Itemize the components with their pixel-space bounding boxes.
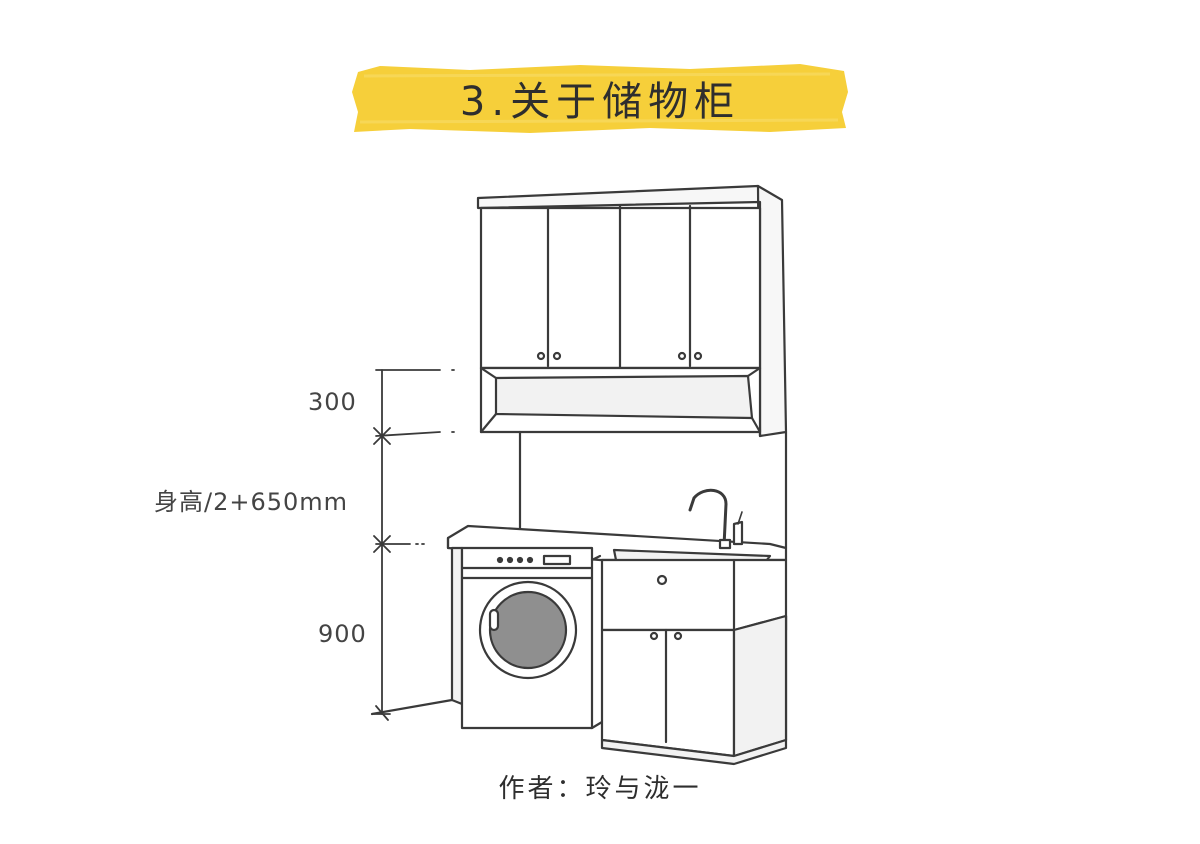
dimension-label-top: 300 — [308, 388, 357, 416]
base-cabinet — [600, 614, 788, 766]
washing-machine — [450, 546, 604, 730]
dimension-label-middle: 身高/2+650mm — [154, 488, 349, 516]
washer-drum — [488, 590, 568, 670]
dimension-line — [373, 369, 459, 721]
dimension-label-bottom: 900 — [318, 620, 367, 648]
author-credit: 作者：玲与泷一 — [498, 774, 702, 804]
upper-wall-cabinet — [476, 184, 788, 438]
title-band: 3.关于储物柜 — [350, 62, 850, 134]
page-title: 3.关于储物柜 — [459, 79, 741, 125]
floor-line — [370, 698, 454, 716]
faucet — [688, 488, 744, 550]
yellow-brush-stroke — [352, 64, 848, 133]
sink-basin — [600, 548, 788, 632]
